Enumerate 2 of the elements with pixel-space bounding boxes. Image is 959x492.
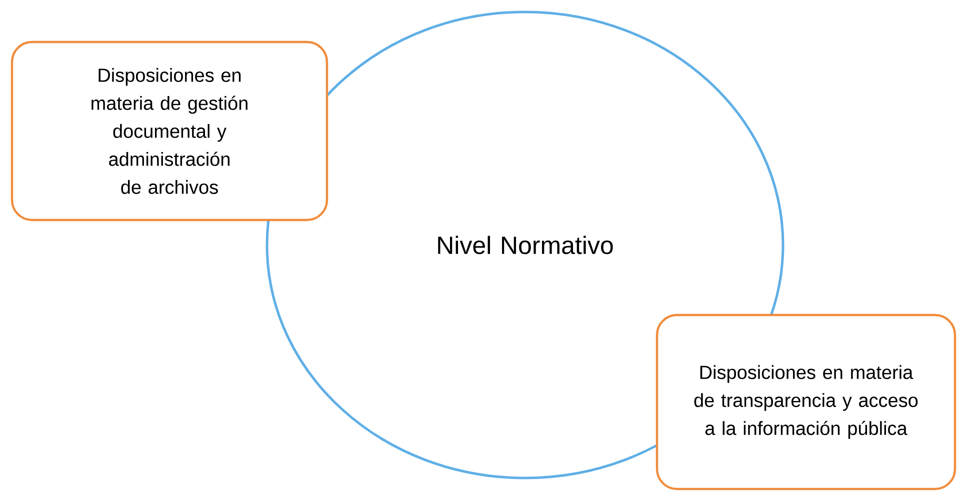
- provision-box: Disposiciones en materia de gestión documental y administración de archivos: [10, 40, 328, 222]
- provision-box: Disposiciones en materia de transparencia y acceso a la información pública: [656, 314, 956, 490]
